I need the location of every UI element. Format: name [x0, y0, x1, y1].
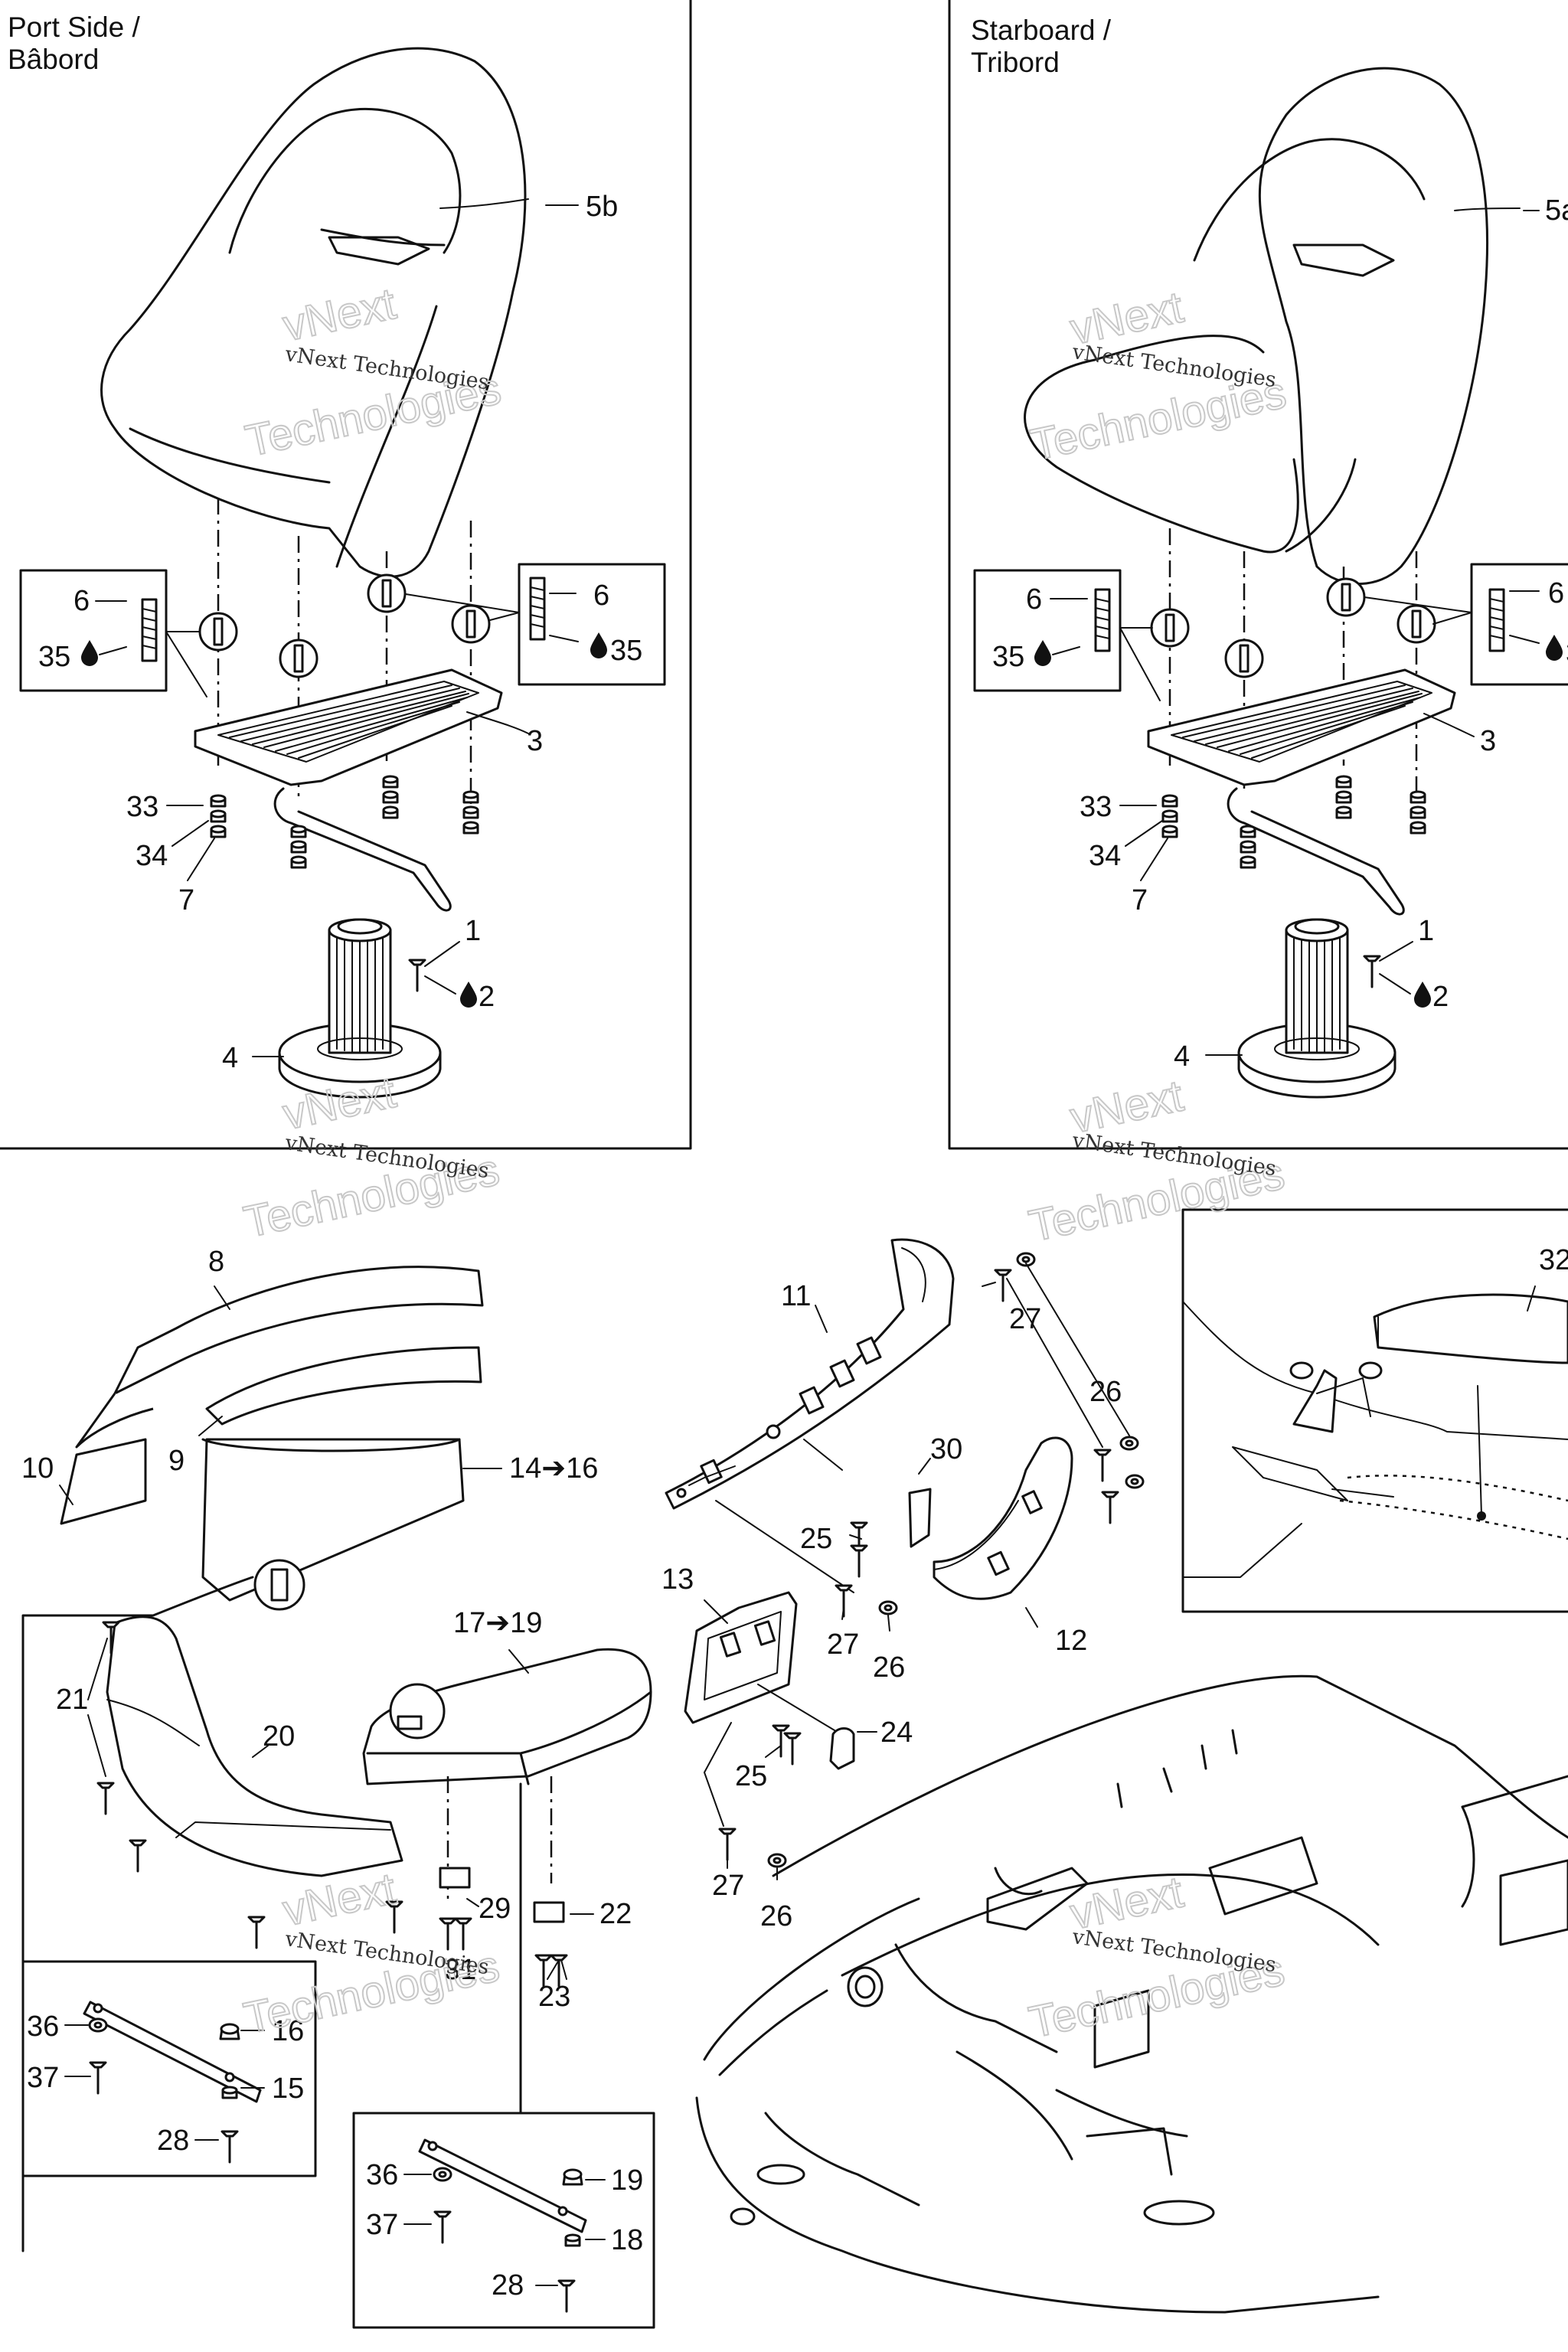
callout-6: 6	[74, 585, 90, 617]
callout-6: 6	[593, 580, 609, 612]
callout-12: 12	[1055, 1625, 1087, 1657]
callout-20: 20	[263, 1720, 295, 1753]
callout-32: 32	[1539, 1244, 1568, 1276]
callout-8: 8	[208, 1246, 224, 1278]
callout-7: 7	[178, 884, 194, 916]
callout-28: 28	[492, 2269, 524, 2301]
callout-19: 19	[611, 2164, 643, 2197]
starboard-title: Starboard /	[971, 15, 1112, 46]
callout-35: 35	[1566, 637, 1568, 669]
callout-26: 26	[760, 1900, 792, 1932]
port-side-title: Port Side /	[8, 11, 140, 43]
callout-36: 36	[27, 2011, 59, 2043]
callout-3: 3	[1480, 725, 1496, 757]
callout-4: 4	[222, 1042, 238, 1074]
starboard-subtitle: Tribord	[971, 47, 1060, 78]
port-side-subtitle: Bâbord	[8, 44, 99, 75]
starboard-panel: Starboard / Tribord 5a 6 35	[948, 0, 1568, 1150]
callout-25: 25	[735, 1760, 767, 1792]
callout-36: 36	[366, 2159, 398, 2191]
callout-18: 18	[611, 2224, 643, 2256]
starboard-stud-box-right: 6 35	[1364, 563, 1568, 686]
callout-4: 4	[1174, 1040, 1190, 1073]
callout-25: 25	[800, 1523, 832, 1555]
callout-6: 6	[1026, 583, 1042, 616]
cushion-20	[106, 1615, 403, 1877]
callout-35: 35	[610, 635, 642, 667]
callout-21: 21	[56, 1684, 88, 1716]
callout-24: 24	[880, 1717, 913, 1749]
callout-5b: 5b	[586, 191, 618, 223]
callout-30: 30	[930, 1433, 962, 1465]
callout-5a: 5a	[1545, 194, 1568, 227]
callout-13: 13	[662, 1563, 694, 1596]
callout-27: 27	[827, 1628, 859, 1661]
callout-10: 10	[21, 1452, 54, 1485]
callout-3: 3	[527, 725, 543, 757]
callout-37: 37	[366, 2209, 398, 2241]
port-stud-box-left: 6 35	[19, 569, 207, 697]
port-side-panel: Port Side / Bâbord 5b 6 35	[0, 0, 692, 1150]
starboard-stud-box-left: 6 35	[973, 569, 1161, 701]
callout-26: 26	[1089, 1376, 1122, 1408]
starboard-pedestal	[1237, 918, 1396, 1099]
callout-17-19: 17➔19	[453, 1607, 542, 1639]
cushion-17-19	[362, 1648, 652, 1785]
callout-28: 28	[157, 2125, 189, 2157]
callout-35: 35	[992, 641, 1024, 673]
callout-34: 34	[1089, 840, 1121, 872]
panel-13	[684, 1591, 798, 1724]
callout-23: 23	[538, 1981, 570, 2013]
callout-26: 26	[873, 1651, 905, 1684]
callout-27: 27	[1009, 1303, 1041, 1335]
callout-16: 16	[272, 2015, 304, 2047]
callout-7: 7	[1132, 884, 1148, 916]
callout-9: 9	[168, 1445, 185, 1477]
callout-34: 34	[136, 840, 168, 872]
callout-33: 33	[1080, 791, 1112, 823]
port-seat-base-plate	[194, 668, 503, 912]
callout-15: 15	[272, 2073, 304, 2105]
inset-box-left: 36 37 16 15 28	[21, 1960, 317, 2177]
callout-37: 37	[27, 2062, 59, 2094]
callout-27: 27	[712, 1870, 744, 1902]
console-inset	[1181, 1208, 1568, 1613]
starboard-seat-illustration	[1024, 67, 1488, 585]
callout-1: 1	[1418, 915, 1434, 947]
callout-2: 2	[479, 981, 495, 1013]
panel-11	[665, 1238, 955, 1510]
callout-22: 22	[599, 1898, 632, 1930]
callout-35: 35	[38, 641, 70, 673]
port-stud-box-right: 6 35	[405, 563, 666, 686]
callout-11: 11	[781, 1280, 811, 1312]
callout-31: 31	[444, 1954, 476, 1986]
port-pedestal	[278, 918, 442, 1099]
svg-text:vNext: vNext	[279, 1067, 400, 1139]
starboard-seat-base-plate	[1147, 668, 1456, 916]
panel-12	[933, 1436, 1073, 1600]
svg-text:vNext: vNext	[279, 1864, 400, 1936]
callout-14-16: 14➔16	[509, 1452, 598, 1485]
callout-6: 6	[1548, 577, 1564, 609]
port-seat-illustration	[100, 47, 527, 578]
callout-1: 1	[465, 915, 481, 947]
lower-left-cushions	[60, 1266, 484, 1611]
inset-box-right: 36 37 19 18 28	[352, 2112, 655, 2329]
svg-text:vNext: vNext	[279, 279, 400, 351]
callout-33: 33	[126, 791, 158, 823]
callout-2: 2	[1432, 981, 1449, 1013]
callout-29: 29	[479, 1893, 511, 1925]
hull-illustration	[695, 1674, 1568, 2314]
svg-text:vNext Technologies: vNext Technologies	[1070, 340, 1278, 392]
